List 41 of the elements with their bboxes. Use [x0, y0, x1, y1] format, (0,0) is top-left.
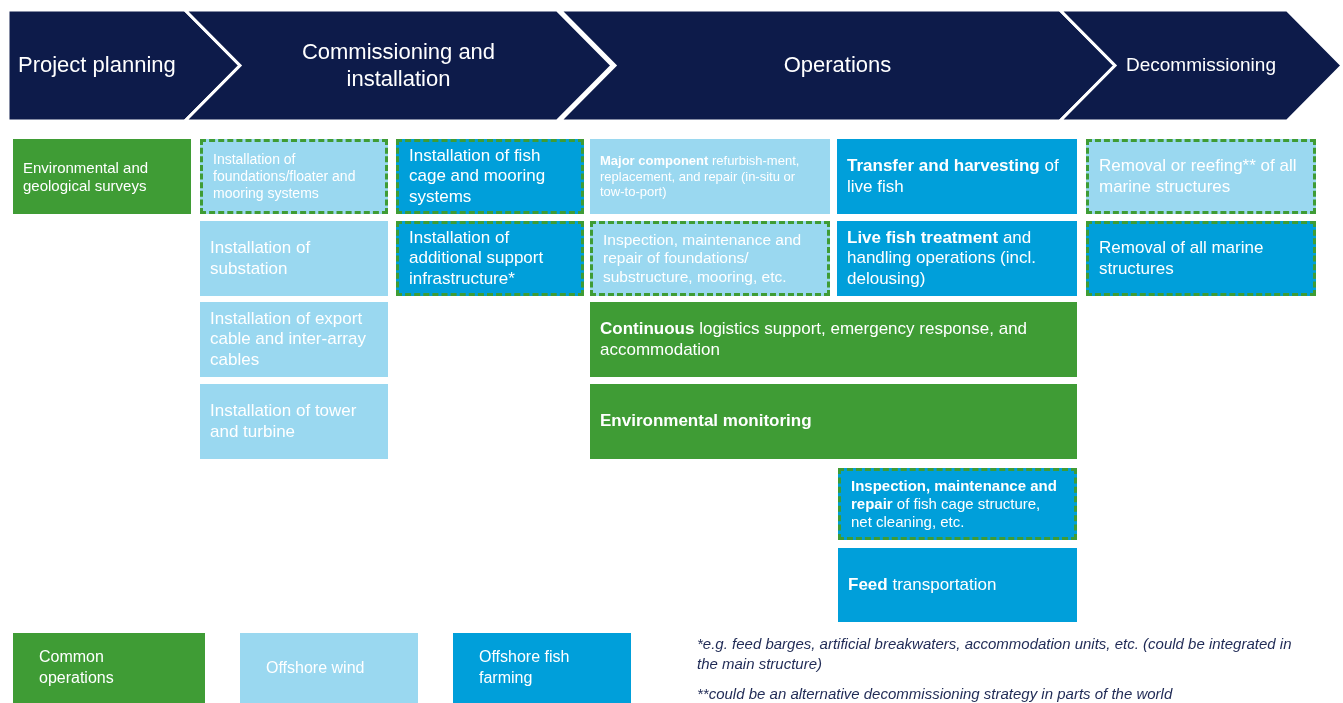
box-text: Environmental and geological surveys [23, 158, 150, 195]
common-operation-box [590, 302, 1077, 377]
fish-farming-box [396, 139, 584, 214]
common-operation-box [13, 139, 191, 214]
fish-farming-box [837, 139, 1077, 214]
box-text: Feed transportation [848, 574, 997, 596]
footnote: **could be an alternative decommissioning strategy in parts of the world [697, 684, 1174, 703]
box-text: Installation of additional support infrastructure* [409, 227, 545, 290]
box-text: Project planning [18, 52, 177, 79]
legend-label: Offshore wind [266, 657, 365, 678]
offshore-wind-box [200, 139, 388, 214]
offshore-wind-box [590, 139, 830, 214]
box-text: Environmental monitoring [600, 411, 812, 432]
fish-farming-box [1086, 221, 1316, 296]
box-text: Installation of foundations/floater and mooring systems [213, 151, 357, 202]
common-operation-box [590, 384, 1077, 459]
box-text: Inspection, maintenance and repair of foundations/ substructure, mooring, etc. [603, 230, 803, 287]
footnote: *e.g. feed barges, artificial breakwaters, accommodation units, etc. (could be integrated in the main structure) [697, 634, 1293, 675]
offshore-wind-box [200, 302, 388, 377]
fish-farming-box [838, 548, 1077, 622]
fish-farming-box [396, 221, 584, 296]
offshore-wind-box [590, 221, 830, 296]
offshore-wind-box [200, 221, 388, 296]
box-text: Live fish treatment and handling operations (incl. delousing) [847, 227, 1037, 290]
legend-label: Common operations [39, 647, 115, 688]
box-text: Installation of tower and turbine [210, 401, 358, 442]
fish-farming-box [837, 221, 1077, 296]
legend-label: Offshore fish farming [479, 647, 571, 688]
box-text: Installation of substation [210, 238, 312, 279]
box-text: Inspection, maintenance and repair of fish cage structure, net cleaning, etc. [851, 477, 1058, 531]
box-text: Decommissioning [1125, 54, 1277, 77]
fish-farming-box [838, 468, 1077, 540]
box-text: Installation of fish cage and mooring systems [409, 145, 547, 208]
offshore-wind-box [1086, 139, 1316, 214]
box-text: Continuous logistics support, emergency response, and accommodation [600, 319, 1029, 360]
box-text: Removal of all marine structures [1099, 238, 1265, 279]
offshore-wind-box [200, 384, 388, 459]
box-text: Transfer and harvesting of live fish [847, 156, 1060, 197]
box-text: Major component refurbish-ment, replacement, and repair (in-situ or tow-to-port) [600, 153, 801, 200]
box-text: Installation of export cable and inter-array cables [210, 308, 367, 371]
box-text: Removal or reefing** of all marine structures [1099, 156, 1298, 197]
